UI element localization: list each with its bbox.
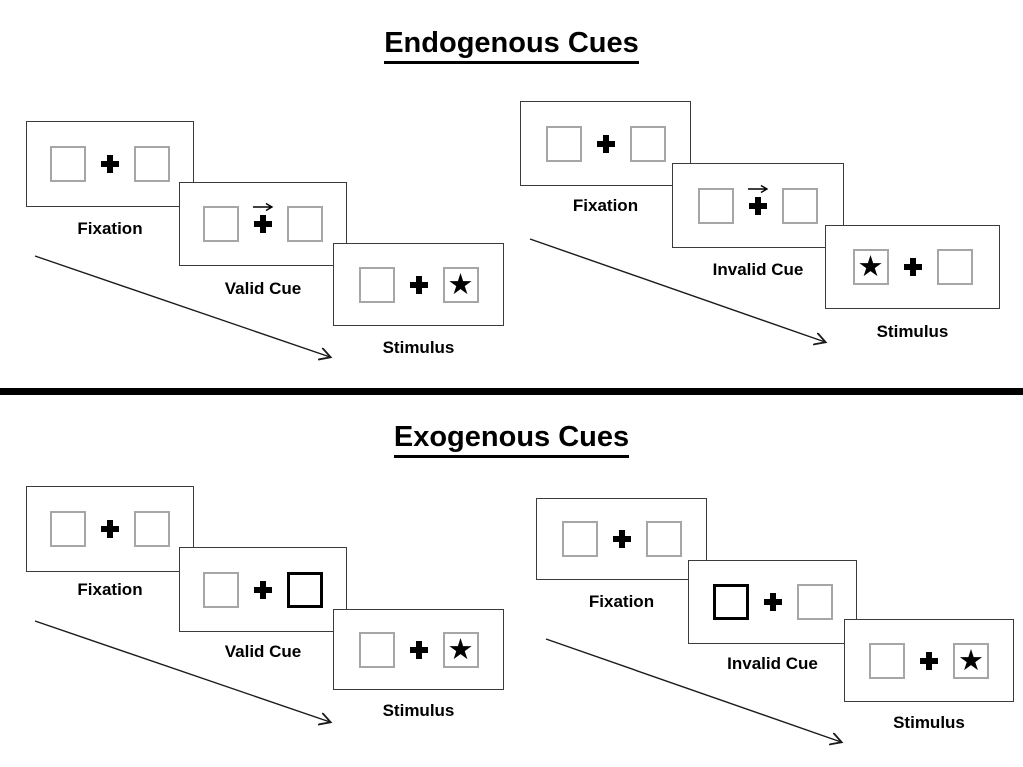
section-title-text: Exogenous Cues [393, 420, 630, 458]
fixation-cross-icon [101, 155, 119, 173]
cue-arrow-icon [747, 184, 769, 193]
fixation-cross-icon [409, 640, 428, 659]
star-icon: ★ [447, 631, 474, 666]
cue-label: Valid Cue [224, 642, 302, 661]
highlight-box-left [712, 584, 749, 620]
timeline-arrow-exogenous-valid [34, 620, 330, 722]
stimulus-screen: ★ [333, 609, 504, 690]
placeholder-box-right [645, 521, 682, 557]
section-title-exogenous: Exogenous Cues [0, 420, 1023, 458]
stimulus-screen: ★ [825, 225, 1000, 309]
placeholder-box-left [203, 571, 239, 608]
placeholder-box-right [134, 146, 170, 182]
target-box-right: ★ [442, 266, 479, 303]
stimulus-label: Stimulus [382, 701, 455, 720]
star-icon: ★ [958, 642, 984, 677]
target-box-right: ★ [442, 631, 479, 668]
placeholder-box-right [796, 584, 833, 620]
placeholder-box-left [545, 125, 582, 162]
fixation-cross-icon [920, 651, 938, 670]
fixation-cross-icon [763, 593, 782, 611]
placeholder-box-right [629, 125, 666, 162]
star-icon: ★ [447, 266, 474, 301]
placeholder-box-left [50, 511, 86, 547]
fixation-label: Fixation [77, 580, 143, 599]
stimulus-label: Stimulus [876, 322, 949, 341]
stimulus-label: Stimulus [382, 338, 455, 357]
placeholder-box-left [50, 146, 86, 182]
cue-screen [179, 547, 347, 632]
target-box-left: ★ [852, 249, 889, 285]
section-title-text: Endogenous Cues [384, 26, 639, 64]
placeholder-box-left [698, 187, 734, 224]
cue-screen [179, 182, 347, 266]
cue-label: Invalid Cue [712, 260, 804, 279]
fixation-cross-icon [101, 520, 119, 538]
section-title-endogenous: Endogenous Cues [0, 26, 1023, 64]
placeholder-box-left [561, 521, 598, 557]
placeholder-box-right [936, 249, 973, 285]
fixation-cross-icon [903, 258, 922, 276]
fixation-label: Fixation [588, 592, 655, 611]
timeline-arrow-endogenous-valid [34, 255, 330, 357]
target-box-right: ★ [953, 642, 989, 679]
placeholder-box-right [134, 511, 170, 547]
placeholder-box-right [287, 206, 323, 242]
cue-screen [672, 163, 844, 248]
stimulus-label: Stimulus [893, 713, 965, 732]
fixation-screen [520, 101, 691, 186]
cue-arrow-icon [252, 202, 274, 212]
fixation-cross-icon [612, 530, 631, 548]
fixation-cross-icon [749, 196, 767, 215]
fixation-cross-icon [254, 215, 272, 233]
section-divider [0, 388, 1023, 395]
fixation-screen [26, 121, 194, 207]
stimulus-screen: ★ [333, 243, 504, 326]
highlight-box-right [287, 571, 323, 608]
fixation-screen [536, 498, 707, 580]
cue-label: Invalid Cue [727, 654, 818, 673]
fixation-cross-icon [596, 134, 615, 153]
placeholder-box-left [203, 206, 239, 242]
fixation-cross-icon [409, 275, 428, 294]
placeholder-box-right [782, 187, 818, 224]
placeholder-box-left [358, 266, 395, 303]
star-icon: ★ [857, 249, 884, 283]
fixation-label: Fixation [572, 196, 639, 215]
cue-label: Valid Cue [224, 279, 302, 298]
placeholder-box-left [869, 642, 905, 679]
fixation-screen [26, 486, 194, 572]
fixation-label: Fixation [77, 219, 143, 238]
stimulus-screen: ★ [844, 619, 1014, 702]
fixation-cross-icon [254, 580, 272, 599]
cue-screen [688, 560, 857, 644]
placeholder-box-left [358, 631, 395, 668]
timeline-arrow-endogenous-invalid [529, 238, 825, 342]
